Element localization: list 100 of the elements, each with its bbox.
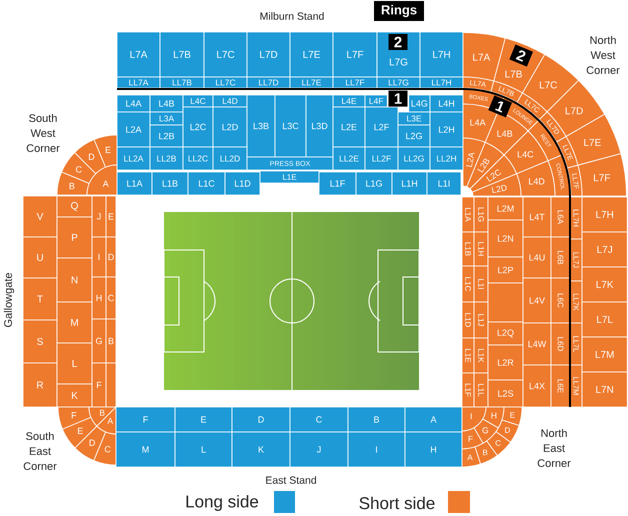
corner-label: North West Corner xyxy=(586,36,620,74)
seat-section: B xyxy=(106,318,116,364)
seat-section: L4A xyxy=(116,94,150,112)
seat-section: L1I xyxy=(426,172,462,196)
seat-section: A xyxy=(462,446,481,468)
seat-section: L2G xyxy=(398,124,430,148)
corner-label: North East Corner xyxy=(538,428,571,468)
seat-section: L4U xyxy=(522,236,552,278)
seat-section: L6A xyxy=(550,196,570,238)
seat-section: L6B xyxy=(550,236,570,278)
seat-section: L2M xyxy=(488,196,524,220)
seat-section: H xyxy=(404,432,462,468)
seat-section: L1H xyxy=(474,232,488,266)
seat-section: L3D xyxy=(306,94,334,158)
seat-section: E xyxy=(106,196,116,238)
seat-section: LL2H xyxy=(430,146,464,170)
seat-section: L1E xyxy=(462,338,474,374)
seat-section: LL2B xyxy=(150,146,184,170)
seat-section: L1L xyxy=(474,372,488,408)
seat-section: L1G xyxy=(474,196,488,232)
seat-section: L3E xyxy=(398,112,430,126)
seat-section: L3B xyxy=(246,94,276,158)
stand-label: East Stand xyxy=(266,476,316,484)
seat-section: L1D xyxy=(224,172,260,196)
seat-section: LL7F xyxy=(332,76,378,88)
seat-section: L6C xyxy=(550,278,570,324)
seat-section: L4F xyxy=(364,94,388,108)
seat-section: D xyxy=(232,406,290,432)
seat-section: A xyxy=(404,406,462,432)
node-label: L7M xyxy=(596,351,614,358)
seat-section xyxy=(106,362,116,408)
seat-section: LL2F xyxy=(364,146,398,170)
node-label: L7F xyxy=(594,174,610,182)
seat-section: A xyxy=(86,164,118,196)
seat-section: C xyxy=(290,406,348,432)
stand-label: Milburn Stand xyxy=(260,12,324,20)
seat-section: L1B xyxy=(462,232,474,266)
seat-section: E xyxy=(94,134,118,168)
seat-section: LL7H xyxy=(420,76,464,88)
seat-section: T xyxy=(22,278,58,320)
node-label: L7K xyxy=(596,281,614,288)
callout-number: 2 xyxy=(388,34,408,50)
seat-section: L6E xyxy=(550,364,570,408)
seat-section: I xyxy=(92,236,106,278)
seat-section: LL2A xyxy=(116,146,150,170)
seat-section: G xyxy=(92,318,106,364)
seat-section: F xyxy=(92,362,106,408)
seat-section: B xyxy=(348,406,406,432)
seat-section: L3C xyxy=(274,94,306,158)
seat-section: L1H xyxy=(392,172,428,196)
seat-section: L1B xyxy=(152,172,188,196)
seat-section: L1F xyxy=(318,172,356,196)
seat-section: L4D xyxy=(516,160,556,196)
seat-section: L2Q xyxy=(488,322,524,346)
seat-section: L4D xyxy=(212,94,248,108)
seat-section: L2B xyxy=(150,124,184,148)
seat-section: C xyxy=(106,276,116,320)
seat-section: L4V xyxy=(522,278,552,324)
seat-section: L4T xyxy=(522,196,552,238)
seat-section: LL2D xyxy=(212,146,248,170)
seat-section: E xyxy=(502,406,522,426)
seat-section: J xyxy=(92,196,106,238)
seat-section: LL2E xyxy=(332,146,366,170)
corner-label: South East Corner xyxy=(24,432,57,470)
corner-label: South West Corner xyxy=(26,114,60,152)
seat-section: L4G xyxy=(408,94,430,112)
seat-section: H xyxy=(92,276,106,320)
callout-number: 1 xyxy=(388,90,408,107)
key-heading: Rings xyxy=(374,1,424,21)
seat-section: LL2G xyxy=(398,146,430,170)
seat-section: Q xyxy=(56,196,92,218)
seat-section: L1I xyxy=(474,266,488,302)
callout-number: 1 xyxy=(488,95,512,118)
seat-section: L4C xyxy=(182,94,214,108)
seat-section: F xyxy=(116,406,176,432)
seat-section: B xyxy=(56,172,90,196)
seat-section: LL7G xyxy=(376,76,420,88)
seat-section: M xyxy=(116,432,176,468)
seat-section: LL7C xyxy=(204,76,248,88)
seat-section: L1F xyxy=(462,372,474,408)
seat-section: L4H xyxy=(430,94,464,112)
seat-section: D xyxy=(106,236,116,278)
seat-section: L4X xyxy=(522,364,552,408)
seat-section: V xyxy=(22,196,58,238)
node-label: L7L xyxy=(597,316,613,323)
seat-section: L1J xyxy=(474,302,488,338)
legend-label: Short side xyxy=(360,496,434,510)
seat-section: L1A xyxy=(116,172,152,196)
seat-section: J xyxy=(290,432,348,468)
seat-section: U xyxy=(22,236,58,278)
seat-section: F xyxy=(462,427,484,450)
seat-section: E xyxy=(174,406,232,432)
node-label: L7E xyxy=(584,138,601,146)
seat-section: LL7B xyxy=(160,76,204,88)
seat-section: L1C xyxy=(188,172,226,196)
seat-section: L4E xyxy=(332,94,366,108)
node-label: L7J xyxy=(597,246,612,253)
seat-section: L1D xyxy=(462,302,474,338)
seat-section: L1E xyxy=(260,170,320,184)
node-label: L7H xyxy=(596,211,614,218)
